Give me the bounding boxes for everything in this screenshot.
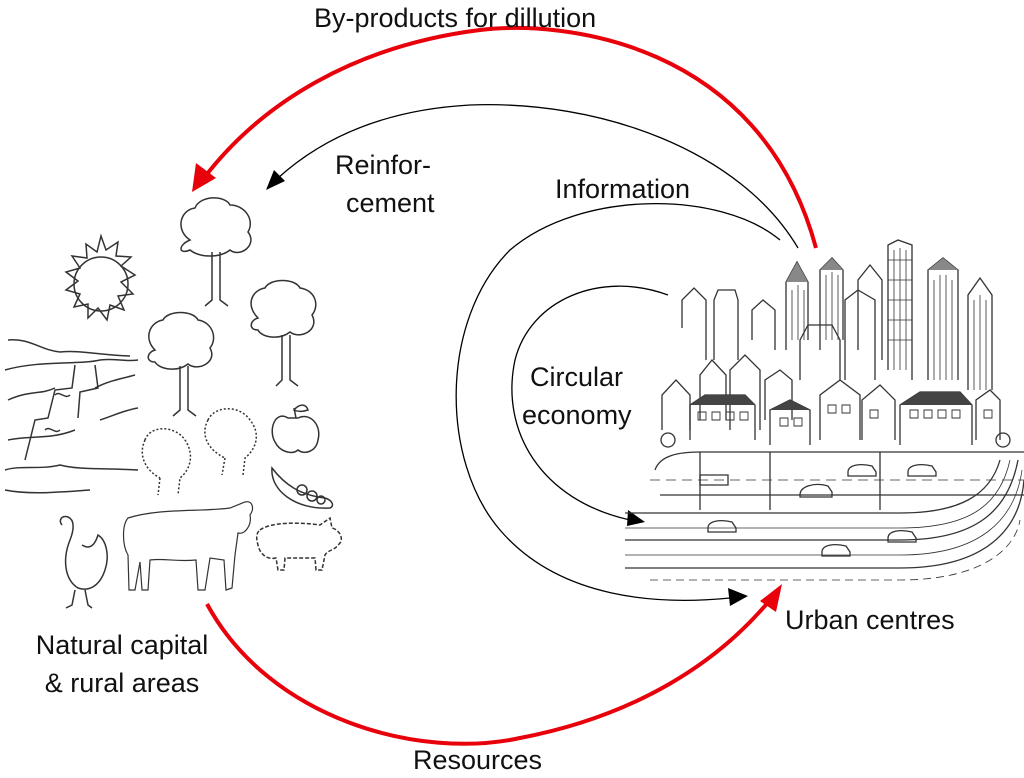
skyscraper-icon: [681, 239, 993, 390]
flow-byproducts-arrow: [196, 25, 818, 249]
flow-reinforcement-arrow: [277, 104, 799, 249]
byproducts-arrowhead-icon: [192, 163, 216, 192]
road-icon: [650, 451, 1024, 510]
apple-icon: [271, 404, 320, 454]
tree-icon: [180, 197, 252, 307]
label-circular-line2: economy: [522, 400, 632, 430]
label-reinforcement-line2: cement: [346, 188, 435, 218]
highway-icon: [625, 459, 1024, 581]
flow-resources-arrow: [205, 598, 772, 746]
information-arrowhead-icon: [728, 588, 748, 606]
rooster-icon: [59, 515, 108, 609]
urban-illustration: [625, 239, 1024, 581]
label-urban-centres: Urban centres: [785, 605, 955, 635]
sun-icon: [64, 233, 137, 322]
label-information: Information: [555, 174, 691, 204]
resources-arrowhead-icon: [760, 584, 782, 612]
pig-icon: [255, 516, 343, 571]
flow-information-arrow: [455, 203, 781, 601]
label-resources: Resources: [413, 745, 543, 775]
label-natural-line1: Natural capital: [35, 630, 209, 660]
waterfall-icon: [4, 339, 139, 494]
label-circular-line1: Circular: [530, 362, 624, 392]
label-natural-line2: & rural areas: [44, 668, 200, 698]
tree-icon: [250, 279, 317, 387]
pea-pod-icon: [271, 466, 334, 509]
label-reinforcement-line1: Reinfor-: [335, 150, 432, 180]
shrub-icon: [141, 408, 258, 496]
houses-icon: [660, 354, 1011, 448]
flow-circular-arrow: [511, 285, 669, 521]
rural-illustration: [4, 197, 343, 609]
label-byproducts: By-products for dillution: [314, 3, 597, 33]
circular-arrowhead-icon: [627, 510, 645, 526]
cow-icon: [122, 501, 254, 591]
car-icon: [699, 464, 937, 557]
tree-icon: [147, 311, 215, 417]
reinforcement-arrowhead-icon: [266, 170, 285, 190]
